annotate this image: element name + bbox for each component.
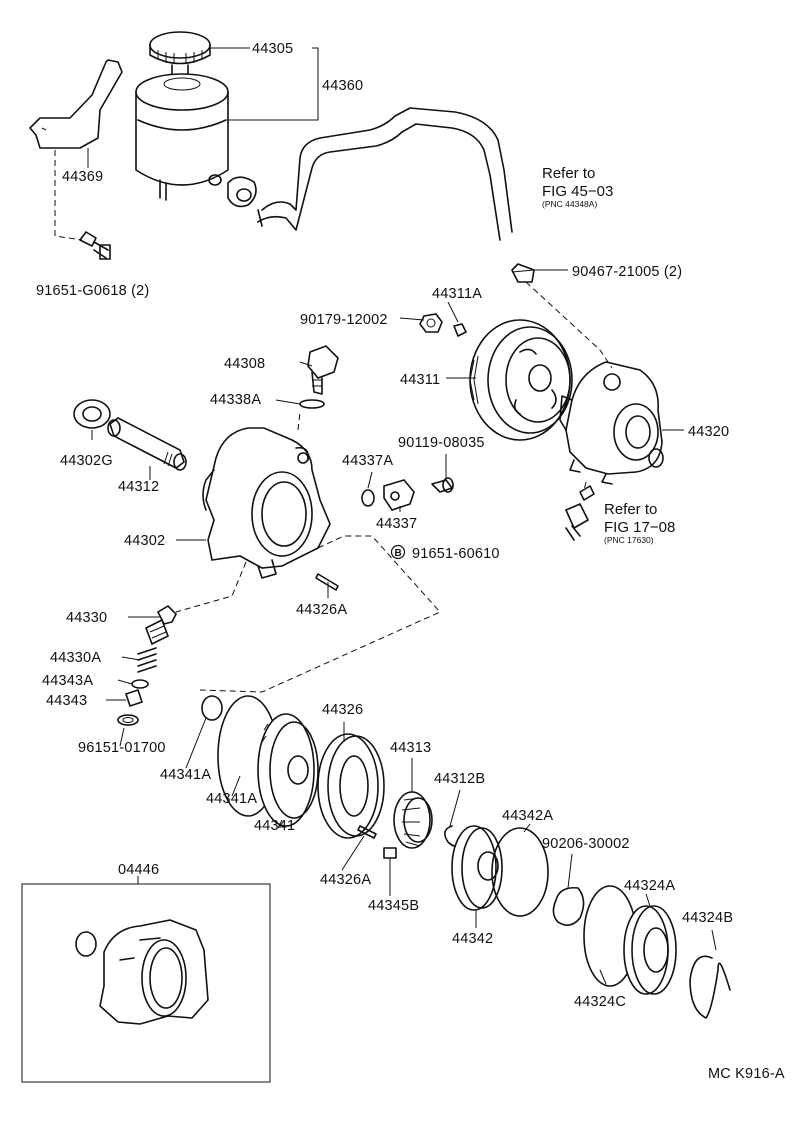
label-44326a-bot: 44326A bbox=[320, 872, 371, 888]
label-44338a: 44338A bbox=[210, 392, 261, 408]
clip-90467 bbox=[511, 263, 535, 283]
label-44341a-1: 44341A bbox=[160, 767, 211, 783]
label-44302g: 44302G bbox=[60, 453, 113, 469]
label-44308: 44308 bbox=[224, 356, 265, 372]
label-44305: 44305 bbox=[252, 41, 293, 57]
snap-ring-44324b bbox=[689, 955, 731, 1019]
svg-text:Refer to: Refer to bbox=[542, 165, 595, 182]
label-44345b: 44345B bbox=[368, 898, 419, 914]
label-44337: 44337 bbox=[376, 516, 417, 532]
reservoir-cap bbox=[149, 31, 211, 79]
label-96151: 96151-01700 bbox=[78, 740, 166, 756]
nut-90179 bbox=[419, 313, 443, 333]
front-housing-44302 bbox=[202, 427, 331, 579]
seal-44302g bbox=[73, 399, 111, 429]
label-44326: 44326 bbox=[322, 702, 363, 718]
ring-44343a bbox=[131, 679, 149, 689]
shaft-44312 bbox=[107, 417, 187, 471]
label-44342a: 44342A bbox=[502, 808, 553, 824]
o-ring-44337a bbox=[361, 489, 375, 507]
label-44343: 44343 bbox=[46, 693, 87, 709]
label-90206: 90206-30002 bbox=[542, 836, 630, 852]
hose-clamp bbox=[227, 176, 257, 208]
label-44337a: 44337A bbox=[342, 453, 393, 469]
label-44313: 44313 bbox=[390, 740, 431, 756]
svg-text:(PNC 44348A): (PNC 44348A) bbox=[542, 199, 597, 209]
reservoir-bracket bbox=[29, 59, 123, 149]
label-44312b: 44312B bbox=[434, 771, 485, 787]
valve-44337 bbox=[383, 479, 415, 511]
label-44330a: 44330A bbox=[50, 650, 101, 666]
label-44324c: 44324C bbox=[574, 994, 626, 1010]
pressure-switch bbox=[565, 485, 595, 541]
pump-housing bbox=[559, 361, 664, 485]
snap-ring-90206 bbox=[552, 886, 585, 926]
side-plate-44341 bbox=[257, 713, 319, 827]
bolt-marker-b: B bbox=[390, 544, 406, 560]
valve-44330 bbox=[144, 604, 177, 646]
bolt-90119 bbox=[431, 477, 454, 493]
cam-ring-44326 bbox=[317, 733, 385, 839]
label-44302: 44302 bbox=[124, 533, 165, 549]
reservoir-tank bbox=[135, 73, 229, 201]
bolt-91651-g0618 bbox=[79, 231, 111, 260]
label-44342: 44342 bbox=[452, 931, 493, 947]
connector-44308 bbox=[307, 345, 339, 395]
o-ring-44342a bbox=[491, 827, 549, 917]
label-90119: 90119-08035 bbox=[398, 435, 485, 451]
svg-text:FIG 45−03: FIG 45−03 bbox=[542, 183, 613, 200]
label-kit-04446: 04446 bbox=[118, 862, 159, 878]
label-91651-60610: 91651-60610 bbox=[412, 546, 500, 562]
plug-44343 bbox=[124, 688, 144, 708]
part-labels: 44305 44360 44369 91651-G0618 (2) 90467-… bbox=[36, 41, 733, 1010]
pin-44326a-top bbox=[315, 573, 339, 591]
label-44324a: 44324A bbox=[624, 878, 675, 894]
key-44311a bbox=[453, 323, 467, 337]
label-44341: 44341 bbox=[254, 818, 295, 834]
spring-44330a bbox=[137, 647, 157, 673]
label-91651-g0618: 91651-G0618 (2) bbox=[36, 283, 149, 299]
label-44326a-top: 44326A bbox=[296, 602, 347, 618]
pin-44326a-bot bbox=[357, 825, 377, 839]
svg-text:(PNC 17630): (PNC 17630) bbox=[604, 535, 654, 545]
snap-ring-96151 bbox=[117, 714, 139, 726]
refer-note-fig-45-03: Refer to FIG 45−03 (PNC 44348A) bbox=[542, 165, 613, 209]
label-44312: 44312 bbox=[118, 479, 159, 495]
rear-cover-44324a bbox=[623, 905, 677, 995]
label-44311a: 44311A bbox=[432, 286, 482, 302]
diagram-code: MC K916-A bbox=[708, 1066, 785, 1082]
refer-note-fig-17-08: Refer to FIG 17−08 (PNC 17630) bbox=[604, 501, 675, 545]
rotor-44313 bbox=[393, 791, 433, 849]
label-44369: 44369 bbox=[62, 169, 103, 185]
label-44330: 44330 bbox=[66, 610, 107, 626]
leader-lines bbox=[87, 47, 717, 985]
rear-plate-44342 bbox=[451, 825, 503, 911]
label-44320: 44320 bbox=[688, 424, 729, 440]
o-ring-44338a bbox=[299, 399, 325, 409]
label-44324b: 44324B bbox=[682, 910, 733, 926]
label-90179: 90179-12002 bbox=[300, 312, 388, 328]
svg-text:B: B bbox=[395, 548, 402, 559]
dashed-lines bbox=[54, 150, 613, 693]
kit-box bbox=[21, 883, 271, 1083]
svg-text:Refer to: Refer to bbox=[604, 501, 657, 518]
label-44360: 44360 bbox=[322, 78, 363, 94]
label-44343a: 44343A bbox=[42, 673, 93, 689]
label-44341a-2: 44341A bbox=[206, 791, 257, 807]
pulley bbox=[469, 319, 573, 441]
return-hose bbox=[257, 107, 513, 241]
label-90467: 90467-21005 (2) bbox=[572, 264, 682, 280]
vane-44345b bbox=[383, 847, 397, 859]
label-44311: 44311 bbox=[400, 372, 440, 388]
o-ring-small-44341a bbox=[201, 695, 223, 721]
svg-text:FIG 17−08: FIG 17−08 bbox=[604, 519, 675, 536]
